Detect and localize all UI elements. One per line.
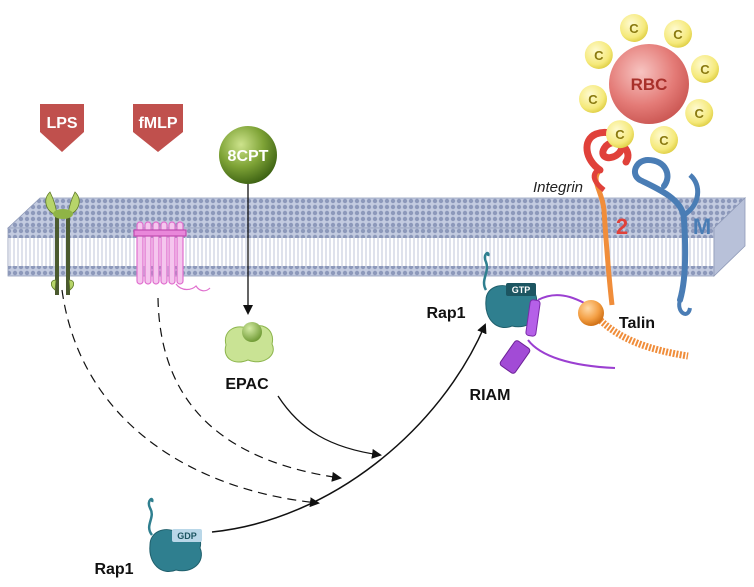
fmlp-signal-arrow: [157, 297, 342, 482]
complement-c3-sphere: C: [691, 55, 719, 83]
complement-c3-sphere: C: [584, 41, 613, 69]
complement-label: C: [629, 21, 639, 36]
complement-c3-sphere: C: [685, 99, 714, 127]
rap1-cytosol-label: Rap1: [94, 561, 133, 578]
complement-c3-sphere: C: [650, 126, 678, 154]
complement-c3-sphere: C: [579, 85, 607, 113]
complement-label: C: [673, 27, 683, 42]
red-blood-cell: RBC: [609, 44, 689, 124]
fmlp-receptor: fMLP: [133, 104, 211, 292]
complement-label: C: [594, 48, 604, 63]
talin-label: Talin: [619, 315, 655, 332]
complement-c3-sphere: C: [606, 120, 634, 149]
beta2-label: 2: [616, 214, 628, 239]
complement-c3-sphere: C: [664, 19, 692, 48]
lps-label: LPS: [46, 115, 77, 132]
epac-label: EPAC: [225, 376, 269, 393]
complement-label: C: [588, 92, 598, 107]
epac-protein: EPAC: [224, 322, 274, 393]
gtp-label: GTP: [512, 285, 531, 295]
talin-protein: Talin: [578, 300, 689, 360]
gdp-label: GDP: [177, 531, 197, 541]
rap1-membrane-label: Rap1: [426, 305, 465, 322]
complement-label: C: [659, 133, 669, 148]
rap1-gdp-complex: GDP Rap1: [94, 497, 202, 578]
lps-signal-arrow: [61, 289, 320, 508]
8cpt-molecule: 8CPT: [219, 126, 277, 184]
rap1-gtp-complex: GTP Rap1: [426, 251, 538, 328]
epac-activation-arrow: [277, 395, 382, 459]
8cpt-label: 8CPT: [228, 148, 269, 165]
rbc-label: RBC: [631, 75, 668, 94]
integrin-label: Integrin: [533, 179, 583, 196]
alpha-m-label: M: [693, 214, 711, 239]
complement-ring: C C C C C C C C: [579, 14, 719, 154]
integrin-receptor: 2 M Integrin: [533, 129, 711, 316]
complement-label: C: [695, 106, 705, 121]
talin-rod: [595, 315, 689, 360]
riam-protein: RIAM: [470, 294, 616, 404]
complement-c3-sphere: C: [620, 14, 648, 42]
complement-label: C: [700, 62, 710, 77]
rap1-activation-arrow: [211, 323, 487, 533]
riam-label: RIAM: [470, 387, 511, 404]
tlr4-receptor: LPS: [40, 104, 84, 295]
complement-label: C: [615, 127, 625, 142]
fmlp-label: fMLP: [138, 115, 177, 132]
cell-membrane: [6, 197, 746, 277]
